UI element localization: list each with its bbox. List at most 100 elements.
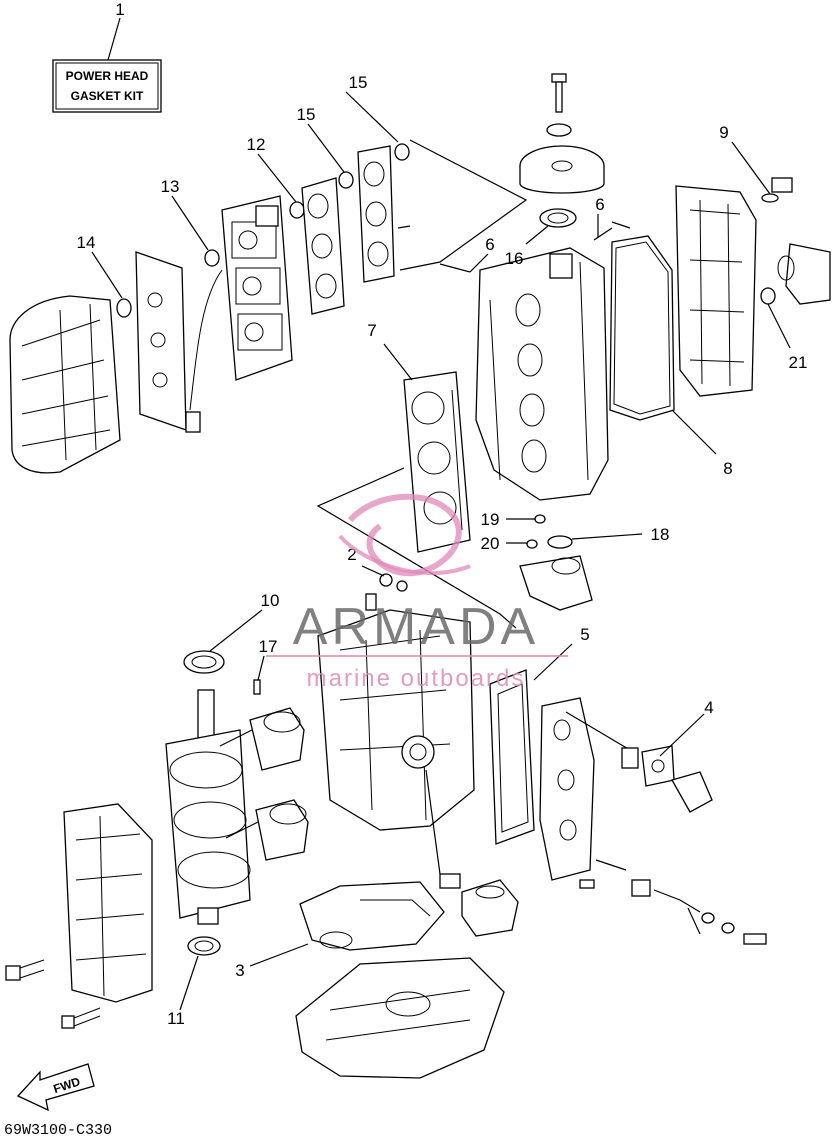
callout-17[interactable]: 17 [259, 637, 278, 656]
part-head-cover-gasket[interactable] [609, 235, 675, 421]
part-valve-bolt[interactable] [743, 933, 767, 945]
valve-bolt-line [687, 907, 701, 935]
part-gasket-2[interactable] [396, 580, 408, 592]
watermark-logo-wave [338, 534, 471, 576]
thermostat-guide [565, 711, 631, 751]
callout-12[interactable]: 12 [247, 135, 266, 154]
part-pressure-valve[interactable] [631, 879, 651, 897]
watermark: ARMADA marine outboards [266, 493, 568, 692]
part-crankshaft-assembly[interactable] [165, 689, 251, 925]
part-cylinder-head-gasket[interactable] [403, 371, 471, 553]
part-flywheel-washer[interactable] [546, 123, 572, 137]
part-o-ring-19[interactable] [534, 514, 546, 524]
part-exhaust-guide-gasket[interactable] [299, 881, 445, 951]
part-crankcase-bolt-short[interactable] [61, 1007, 101, 1029]
part-valve-washer[interactable] [701, 912, 715, 924]
kit-box-frame [52, 59, 162, 113]
assembly-guide-upper [399, 139, 528, 271]
callout-20[interactable]: 20 [481, 534, 500, 553]
part-piston-lower[interactable] [255, 799, 309, 861]
part-hose-fitting[interactable] [595, 859, 627, 871]
part-bushing[interactable] [579, 879, 595, 889]
leader-line-1 [107, 17, 121, 61]
part-o-ring-15b[interactable] [394, 143, 410, 161]
part-cylinder-block[interactable] [317, 609, 475, 831]
callout-21[interactable]: 21 [789, 353, 808, 372]
callout-5[interactable]: 5 [580, 625, 589, 644]
watermark-tagline: marine outboards [307, 665, 526, 692]
part-oil-filter[interactable] [461, 879, 519, 937]
part-bolt-6a[interactable] [439, 263, 471, 273]
part-drain-plug-9[interactable] [761, 177, 793, 203]
part-o-ring-21[interactable] [760, 287, 776, 305]
part-thermostat[interactable] [621, 747, 639, 769]
part-oil-seal-10[interactable] [183, 650, 225, 674]
part-thermostat-gasket-4[interactable] [641, 745, 675, 787]
part-valve-spring[interactable] [653, 889, 701, 913]
part-washer-2[interactable] [379, 573, 393, 587]
callout-15b[interactable]: 15 [349, 73, 368, 92]
callout-2[interactable]: 2 [347, 545, 356, 564]
gasket-kit-box[interactable]: POWER HEAD GASKET KIT [52, 59, 162, 113]
callout-3[interactable]: 3 [235, 961, 244, 980]
part-exhaust-cover-gasket[interactable] [489, 669, 535, 845]
part-bolt-6b[interactable] [593, 221, 631, 241]
part-intake-manifold[interactable] [357, 145, 395, 283]
callout-11[interactable]: 11 [167, 1009, 185, 1028]
part-piston-upper[interactable] [249, 707, 305, 771]
callout-13[interactable]: 13 [161, 177, 180, 196]
part-valve-oring[interactable] [721, 922, 735, 934]
part-oil-seal-16[interactable] [539, 208, 577, 228]
part-o-ring-18[interactable] [547, 535, 573, 549]
part-oil-filter-union[interactable] [439, 873, 461, 889]
connecting-rods [219, 729, 259, 839]
callout-8[interactable]: 8 [723, 459, 732, 478]
part-o-ring-14[interactable] [116, 298, 132, 318]
callout-15a[interactable]: 15 [297, 105, 316, 124]
part-cylinder-head[interactable] [475, 247, 609, 501]
part-flywheel-bolt[interactable] [551, 73, 567, 113]
part-o-ring-15a[interactable] [338, 171, 354, 189]
watermark-logo-swirl [347, 493, 462, 577]
kit-label-line2: GASKET KIT [71, 89, 144, 103]
part-crankcase-bolt-long[interactable] [5, 959, 45, 981]
manifold-bolt [397, 225, 411, 229]
part-crankcase[interactable] [63, 803, 153, 1003]
part-water-passage-housing[interactable] [519, 555, 593, 611]
callout-16[interactable]: 16 [505, 249, 524, 268]
diagram-code: 69W3100-C330 [4, 1122, 112, 1138]
part-carburetor-assembly[interactable] [185, 195, 293, 433]
callout-18[interactable]: 18 [651, 525, 670, 544]
part-o-ring-20[interactable] [526, 539, 538, 549]
fwd-direction-arrow: FWD [16, 1063, 95, 1112]
part-exhaust-cover[interactable] [539, 697, 595, 881]
part-oil-seal-11[interactable] [187, 936, 221, 956]
callout-7[interactable]: 7 [367, 321, 376, 340]
oil-filter-guide [425, 769, 441, 875]
fwd-arrow-shape [16, 1063, 95, 1112]
part-thermostat-housing[interactable] [671, 771, 713, 813]
part-plug-2[interactable] [365, 593, 377, 611]
callout-1[interactable]: 1 [115, 0, 124, 19]
part-intake-manifold-gasket[interactable] [301, 177, 345, 315]
part-o-ring-13[interactable] [204, 249, 220, 267]
part-thermostat-cover[interactable] [777, 243, 831, 305]
callout-19[interactable]: 19 [481, 510, 500, 529]
part-exhaust-guide[interactable] [295, 957, 505, 1079]
callout-6b[interactable]: 6 [595, 195, 604, 214]
callout-6a[interactable]: 6 [485, 235, 494, 254]
callout-4[interactable]: 4 [704, 698, 713, 717]
callout-10[interactable]: 10 [261, 591, 280, 610]
part-o-ring-12[interactable] [289, 201, 305, 219]
callout-leader-lines [91, 91, 791, 1011]
assembly-guide-middle [316, 467, 517, 629]
part-cylinder-head-cover[interactable] [675, 185, 757, 397]
part-dowel-pin-17[interactable] [253, 679, 261, 695]
callout-14[interactable]: 14 [77, 233, 96, 252]
callout-9[interactable]: 9 [719, 123, 728, 142]
part-flywheel[interactable] [519, 145, 605, 194]
part-silencer-gasket[interactable] [135, 251, 187, 431]
part-intake-silencer[interactable] [9, 295, 121, 474]
